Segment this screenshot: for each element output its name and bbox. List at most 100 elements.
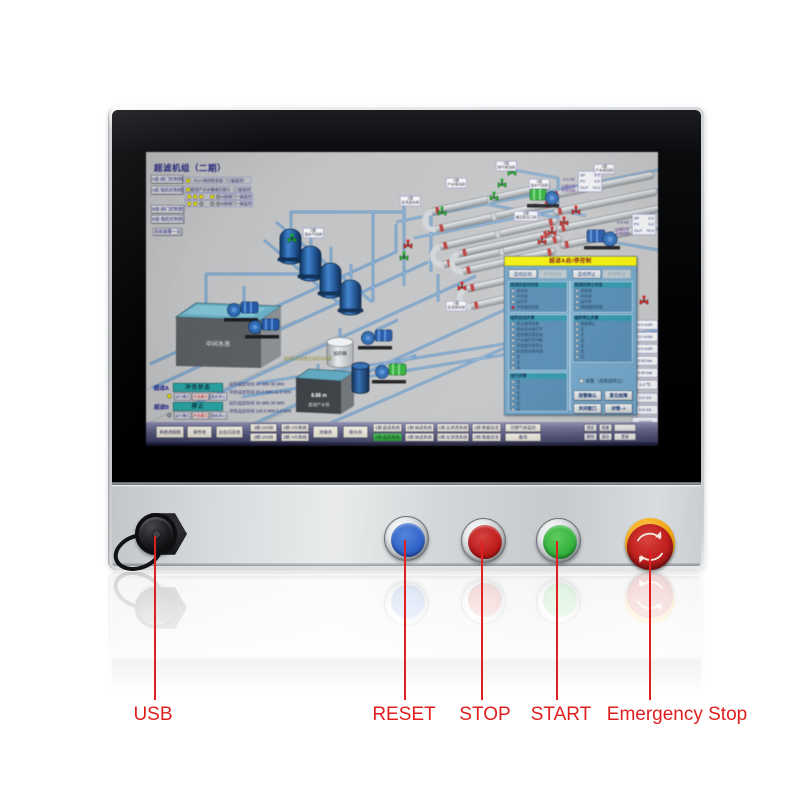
taskbar-exit-button[interactable]: 退出: [599, 433, 612, 441]
taskbar-ao-2[interactable]: 2期 A/O系统: [281, 433, 309, 442]
taskbar-data-1[interactable]: 1期 数据总览: [472, 423, 501, 432]
alarm-ack-button[interactable]: 报警确认: [573, 390, 602, 401]
taskbar-flow-diagram[interactable]: 系统流程图: [156, 426, 184, 438]
dosing-note: 超滤加药装置见加药间画面: [284, 356, 332, 362]
start-state-panel: 超滤机启动状态 全自动 半自动 运行中 开机顺控完成: [508, 281, 568, 313]
valve-green: [497, 178, 507, 188]
uf-a-stop-button[interactable]: 整机停止: [210, 393, 227, 401]
usb-leader-line: [154, 536, 156, 700]
pump: [224, 301, 259, 322]
taskbar-nf-1[interactable]: 1期 纳滤系统: [405, 423, 434, 432]
emergency-stop-button[interactable]: [620, 517, 680, 577]
start-leader-line: [556, 541, 558, 700]
uf-b-name: 超滤B: [154, 404, 169, 411]
usb-connector[interactable]: [108, 504, 187, 578]
manual-start-button[interactable]: 手动启动: [538, 269, 567, 279]
pump: [358, 329, 393, 350]
valve-red: [571, 205, 581, 215]
tank: [317, 262, 344, 299]
equipment-label: 2组产水电动阀: [446, 178, 467, 188]
pid1-frequency: 0.0 HZ: [563, 177, 576, 182]
screen-title: 超滤机组（二期）: [154, 163, 226, 174]
reset-button[interactable]: [384, 516, 429, 561]
valve-green: [399, 251, 409, 261]
nav-button-a-motors[interactable]: A组 电机控制图: [151, 186, 183, 195]
taskbar-dewatering[interactable]: 脱水间: [343, 426, 368, 438]
valve-green: [437, 206, 447, 216]
taskbar-data-2[interactable]: 2期 数据总览: [472, 433, 501, 442]
hmi-screen[interactable]: 中间水池 8.88 m 超滤产水池: [146, 152, 658, 446]
emergency-stop-label: Emergency Stop: [606, 704, 748, 725]
taskbar-blank-button[interactable]: [614, 424, 636, 432]
taskbar-spare[interactable]: 备用: [505, 433, 541, 442]
uf-b-run-mode-button[interactable]: 运行模式: [174, 412, 191, 420]
taskbar-login-button[interactable]: 登录: [614, 433, 636, 441]
uf-b-run-time: 运行设定时间 30 MIN 30 MIN: [229, 400, 285, 406]
usb-cap-center: [153, 531, 160, 538]
auto-stop-button[interactable]: 自动停止: [572, 269, 601, 279]
uf-b-stop-button[interactable]: 整机停止: [210, 412, 227, 420]
equipment-label: 2组反洗进水阀: [400, 196, 421, 206]
uf-a-state: 冲洗状态: [173, 383, 223, 392]
taskbar-sedimentation[interactable]: 反应沉淀池: [216, 426, 243, 438]
uf-a-name: 超滤A: [154, 385, 169, 392]
taskbar-lock-button[interactable]: 锁定: [584, 424, 597, 432]
taskbar-uf-1[interactable]: 1期 超滤系统: [373, 423, 402, 432]
stop-leader-line: [481, 541, 483, 700]
legend-row: A组阀门一级监控: [185, 193, 253, 200]
nav-button-alarms[interactable]: 系统报警一览: [153, 228, 182, 236]
uf-a-flush-mode-button[interactable]: 冲洗模式: [192, 393, 209, 401]
valve-green: [489, 191, 499, 201]
taskbar-bottom-strip: [146, 442, 658, 446]
panel-pc-monitor: 中间水池 8.88 m 超滤产水池: [108, 106, 705, 578]
pid1-caption: 1#增压泵变频控制: [561, 185, 576, 193]
legend-indicator: [186, 178, 191, 183]
valve-red: [639, 295, 649, 305]
equipment-label: 2组进水气动阀: [303, 228, 324, 238]
pump-green: [372, 363, 407, 384]
uf-a-indicator: [167, 394, 172, 399]
auto-start-button[interactable]: 自动启动: [508, 269, 537, 279]
uf-b-flush-mode-button[interactable]: 冲洗模式: [192, 412, 209, 420]
valves: [287, 166, 649, 305]
equipment-label: 2组增压泵出口阀: [514, 211, 538, 221]
dialog-divider: [569, 280, 571, 411]
nav-button-a-valves[interactable]: A组 阀门控制图: [151, 175, 183, 184]
details-button[interactable]: 详情-->: [604, 403, 633, 414]
stop-button[interactable]: [461, 518, 506, 563]
taskbar-unlock-button[interactable]: 解除: [584, 433, 597, 441]
taskbar-uasb-1[interactable]: 1期 UASB: [250, 423, 277, 432]
pool-big-label: 中间水池: [206, 340, 230, 348]
taskbar-uasb-2[interactable]: 2期 UASB: [250, 433, 277, 442]
start-steps-panel: 程序启动步骤 停止顺序结束 原水进水阀打开 超滤增压泵启动 产水阀打开中断 冲洗…: [508, 314, 568, 371]
equipment-label: 1组产水电动阀: [594, 164, 615, 174]
valve-red: [547, 226, 557, 236]
taskbar-ao-1[interactable]: 1期 A/O系统: [281, 423, 309, 432]
valve-red: [403, 239, 413, 249]
taskbar-ro-2[interactable]: 2期 反渗透系统: [437, 433, 469, 442]
usb-label: USB: [133, 704, 173, 725]
manual-stop-button[interactable]: 手动停止: [602, 269, 631, 279]
taskbar-gas-monitor[interactable]: 可燃气体监控: [505, 423, 541, 432]
close-window-button[interactable]: 关闭窗口: [573, 403, 602, 414]
uf-a-run-mode-button[interactable]: 运行模式: [174, 393, 191, 401]
equipment-label: 2组排气电动阀: [496, 161, 517, 171]
legend-indicator: [186, 187, 191, 192]
taskbar-thickener[interactable]: 浓缩池: [313, 426, 338, 438]
taskbar-restore-button[interactable]: 恢复: [599, 424, 612, 432]
equipment-label: 2组反洗排水阀: [446, 301, 467, 311]
taskbar-regulating-tank[interactable]: 调节池: [187, 426, 212, 438]
pool-small: 8.88 m 超滤产水池: [294, 368, 356, 414]
taskbar-nf-2[interactable]: 2期 纳滤系统: [405, 433, 434, 442]
start-button[interactable]: [536, 518, 581, 563]
stop-steps-panel: 程序停止步骤 电机停止 无 无 无 无 无 无: [572, 314, 633, 363]
taskbar-ro-1[interactable]: 1期 反渗透系统: [437, 423, 469, 432]
nav-button-b-motors[interactable]: B组 电机控制图: [151, 215, 184, 224]
fault-reset-button[interactable]: 复位故障: [604, 390, 633, 401]
taskbar-uf-2-active[interactable]: 2期 超滤系统: [373, 433, 402, 442]
nav-button-b-valves[interactable]: B组 阀门控制图: [151, 205, 184, 214]
legend-row: PLC/电控柜状态（二级监控）: [184, 177, 251, 184]
pool-small-value: 8.88 m: [311, 393, 327, 399]
